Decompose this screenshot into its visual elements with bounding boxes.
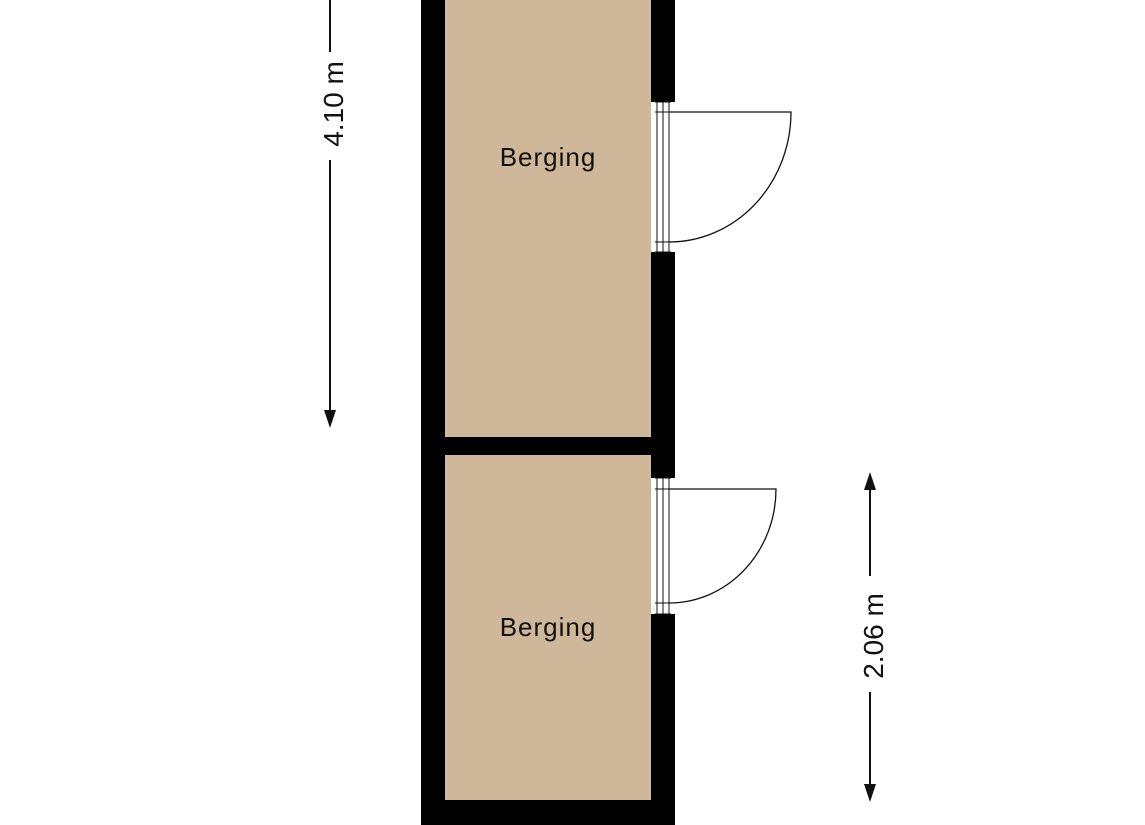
room-floor-lower bbox=[445, 455, 651, 800]
door-lower bbox=[651, 477, 777, 615]
dimension-label-left: 4.10 m bbox=[318, 61, 349, 147]
dimension-line-left bbox=[324, 0, 336, 428]
room-label-lower: Berging bbox=[500, 612, 597, 642]
arrow-down-icon bbox=[864, 784, 876, 802]
dimension-label-right: 2.06 m bbox=[858, 593, 889, 679]
room-label-upper: Berging bbox=[500, 142, 597, 172]
arrow-down-icon bbox=[324, 410, 336, 428]
door-upper bbox=[651, 101, 792, 253]
dimension-line-right bbox=[864, 472, 876, 802]
room-floor-upper bbox=[445, 0, 651, 437]
arrow-up-icon bbox=[864, 472, 876, 490]
